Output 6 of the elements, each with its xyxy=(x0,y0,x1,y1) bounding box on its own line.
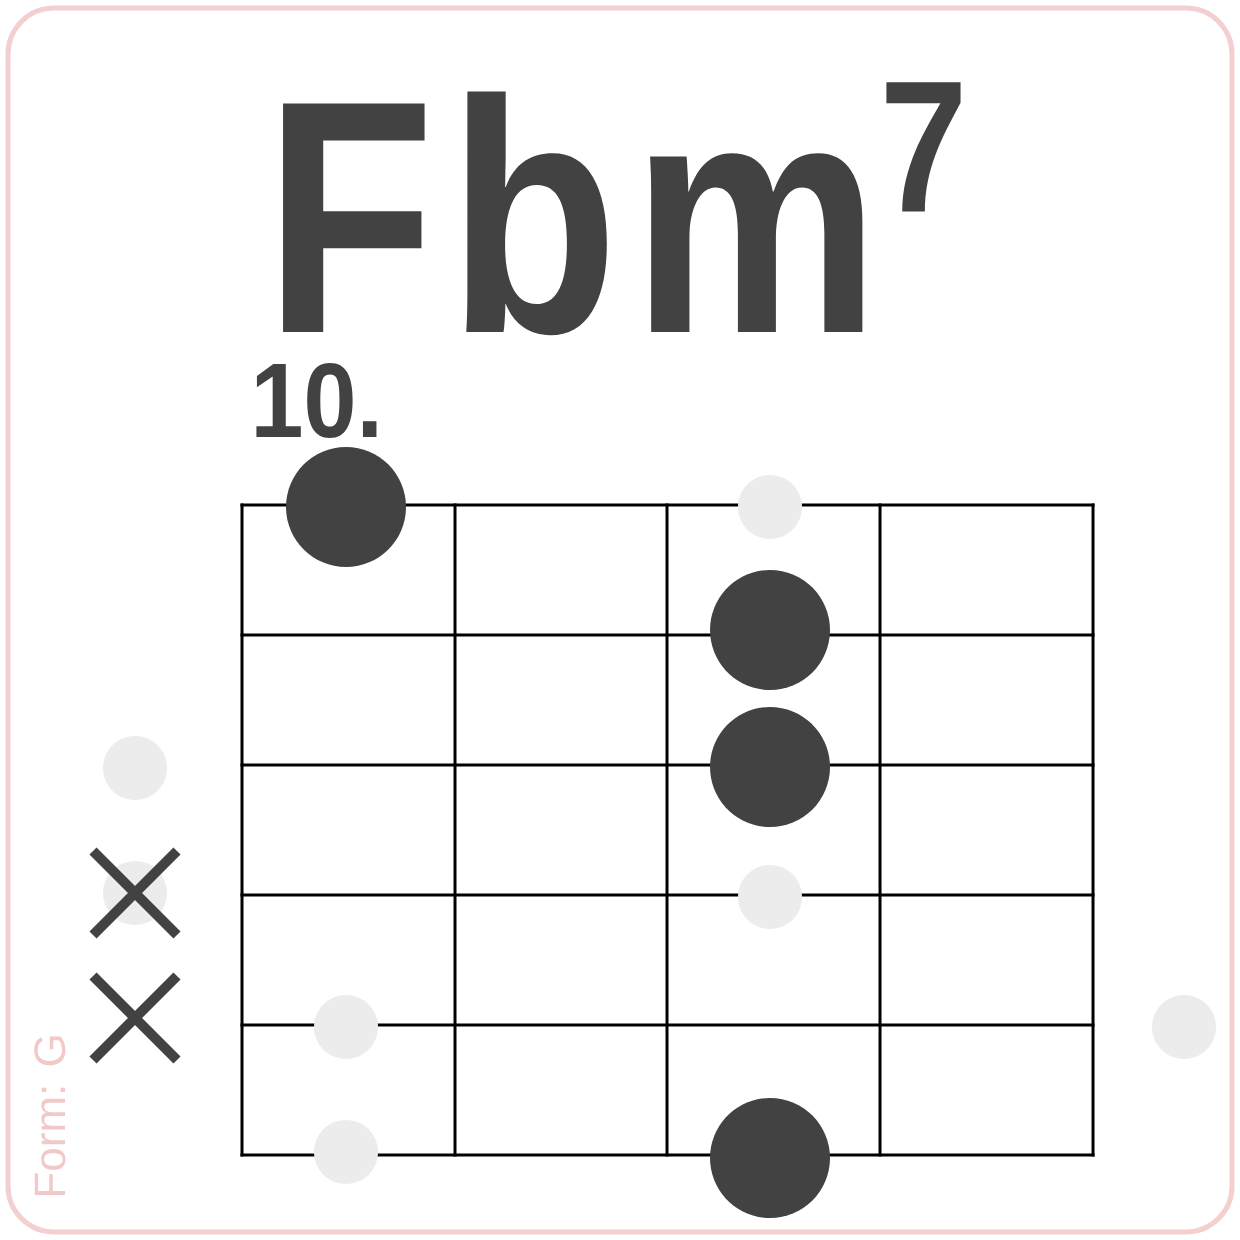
finger-dot xyxy=(710,570,830,690)
chord-title: Fbm$^{7}$ xyxy=(283,82,961,336)
finger-dot xyxy=(710,1098,830,1218)
fret-number: 10. xyxy=(256,363,377,438)
finger-dot xyxy=(286,447,406,567)
finger-dot xyxy=(710,707,830,827)
